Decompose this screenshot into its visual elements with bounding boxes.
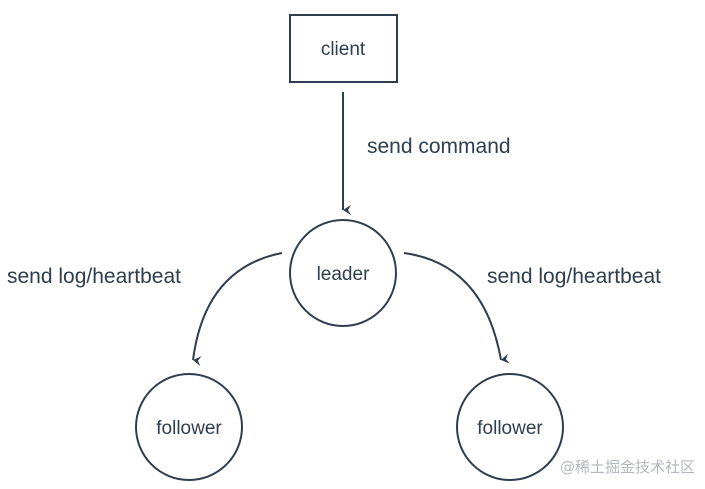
send-log-heartbeat-right-label: send log/heartbeat (487, 265, 661, 288)
leader-to-left-follower-edge: send log/heartbeat (7, 252, 283, 366)
leader-label: leader (317, 264, 370, 285)
send-log-heartbeat-left-label: send log/heartbeat (7, 265, 181, 288)
leader-to-right-follower-edge: send log/heartbeat (403, 252, 661, 364)
client-label: client (321, 39, 366, 60)
leader-node: leader (289, 219, 397, 327)
client-node: client (289, 14, 398, 83)
curved-arrow-icon (192, 252, 283, 366)
follower-right-label: follower (477, 418, 543, 439)
client-to-leader-edge: send command (342, 92, 511, 215)
watermark: @稀土掘金技术社区 (559, 458, 695, 476)
send-command-label: send command (367, 135, 511, 158)
follower-left-node: follower (135, 373, 243, 481)
follower-right-node: follower (456, 373, 564, 481)
follower-left-label: follower (156, 418, 222, 439)
curved-arrow-icon (403, 252, 510, 364)
